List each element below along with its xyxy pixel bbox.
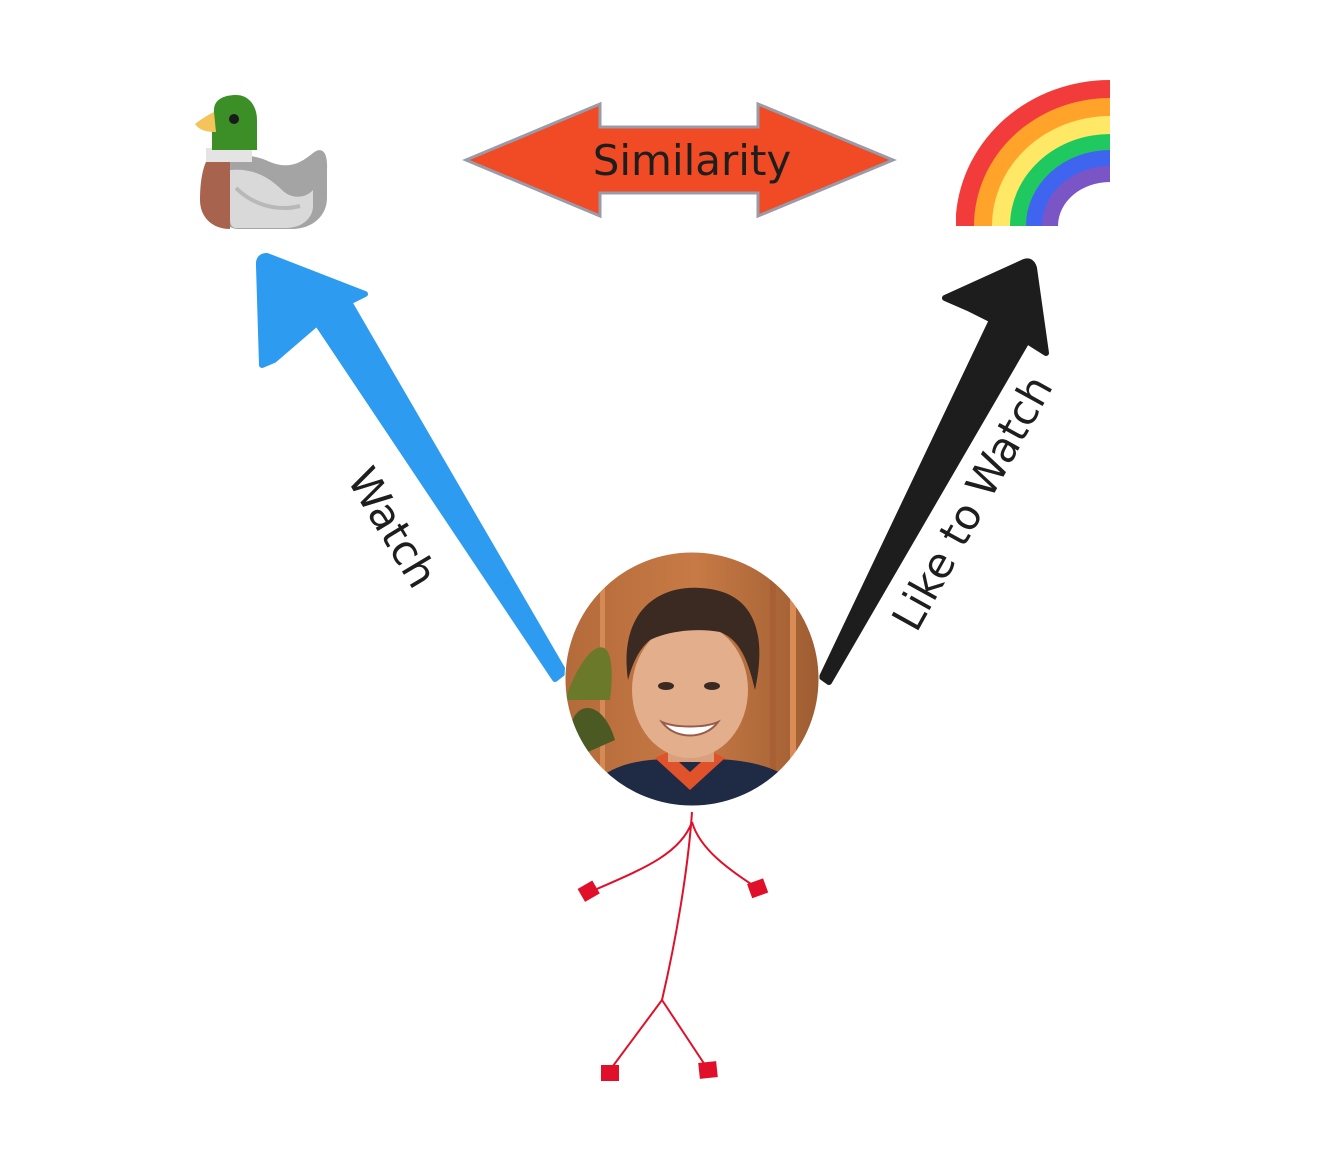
watch-arrow: Watch [255,253,567,682]
similarity-arrow: Similarity [462,101,897,219]
similarity-label: Similarity [593,136,792,185]
stick-figure-icon [589,811,758,1071]
stick-figure-hands-feet [577,878,769,1081]
duck-icon [195,95,328,229]
rainbow-icon [956,79,1110,227]
like-to-watch-arrow: Like to Watch [819,258,1062,685]
person-avatar [564,551,820,807]
